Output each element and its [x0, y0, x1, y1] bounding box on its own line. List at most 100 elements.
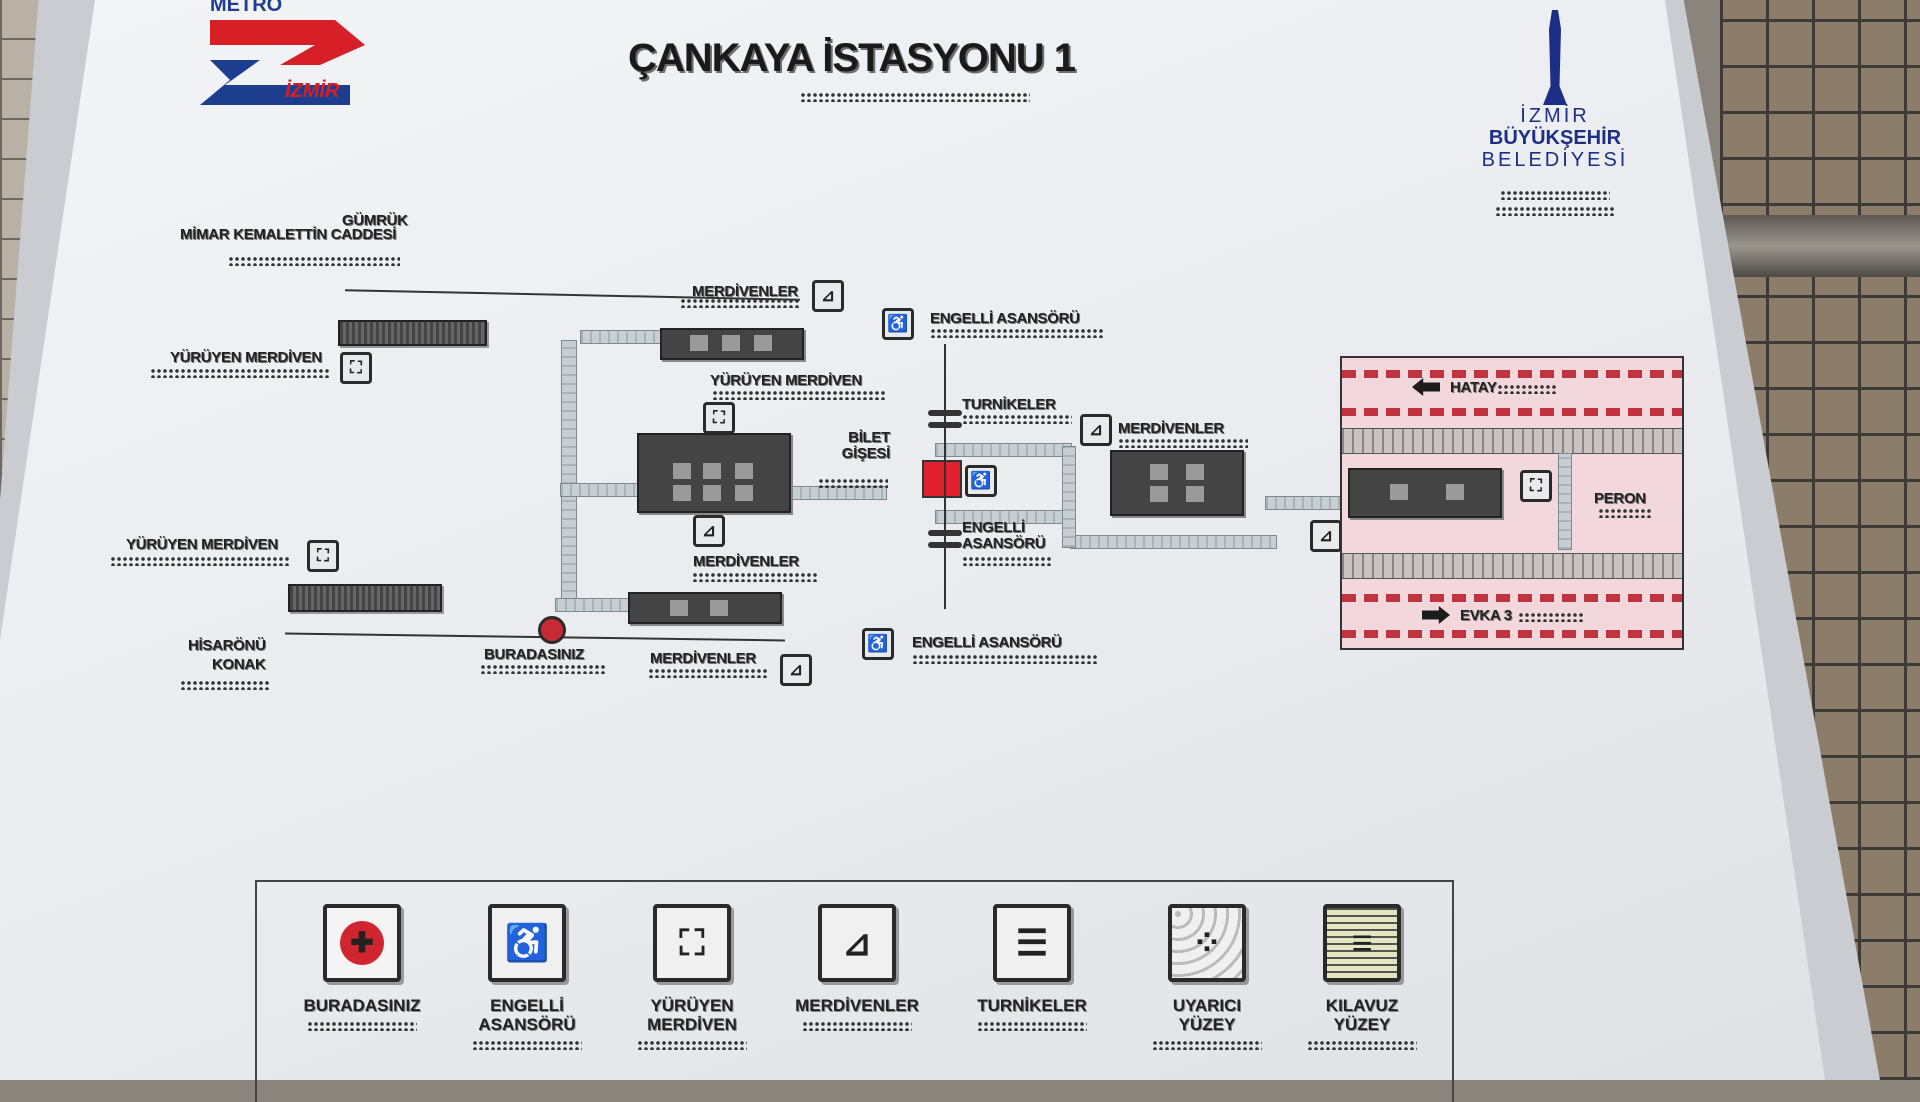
- braille-legend: [637, 1040, 747, 1050]
- braille-legend: [977, 1021, 1087, 1031]
- stairs-label-top: MERDİVENLER: [692, 283, 798, 300]
- braille-escalator-top-left: [150, 368, 330, 378]
- escalator-label-mid-left: YÜRÜYEN MERDİVEN: [126, 536, 278, 553]
- legend-label: YÜRÜYEN MERDİVEN: [647, 996, 737, 1034]
- stairs-icon: ⊿: [693, 515, 725, 547]
- you-are-here-marker: [538, 616, 566, 644]
- escalator-icon: ⛶: [653, 904, 731, 982]
- elevator-label-top: ENGELLİ ASANSÖRÜ: [930, 310, 1080, 327]
- stairs-icon: ⊿: [818, 904, 896, 982]
- platform-area: ⛶ HATAY EVKA 3 PERON: [1340, 356, 1684, 650]
- street-label-hisaronu: HİSARÖNÜ: [188, 637, 266, 654]
- wheelchair-icon: ♿: [488, 904, 566, 982]
- elevator-label-mid: ENGELLİ ASANSÖRÜ: [962, 519, 1046, 552]
- braille-platform: [1598, 508, 1653, 518]
- clock-tower-icon: [1543, 10, 1567, 105]
- guide-path-bottom: [555, 598, 632, 612]
- guide-path-vertical-mid: [1062, 446, 1076, 548]
- braille-title: [800, 92, 1030, 102]
- elevator-label-bottom: ENGELLİ ASANSÖRÜ: [912, 634, 1062, 651]
- braille-evka3: [1518, 612, 1583, 622]
- stairs-icon: ⊿: [780, 654, 812, 686]
- braille-street-top: [228, 256, 400, 266]
- legend-label: KILAVUZ YÜZEY: [1325, 996, 1399, 1034]
- turnstile-bar: [928, 410, 962, 416]
- braille-stairs-right: [1118, 438, 1248, 448]
- logo-line-1: İZMİR: [1520, 105, 1590, 127]
- guide-path-to-platform: [1265, 496, 1342, 510]
- braille-elevator-bottom: [912, 654, 1097, 664]
- metro-arrow-icon: [200, 20, 365, 105]
- turnstile-bar: [928, 422, 962, 428]
- turnstile-icon: ☰: [993, 904, 1071, 982]
- izmir-logo-text: İZMİR: [285, 80, 340, 102]
- platform-stair-block: [1348, 468, 1502, 518]
- braille-legend: [307, 1021, 417, 1031]
- right-concourse-block: [1110, 450, 1244, 516]
- you-are-here-label: BURADASINIZ: [484, 646, 585, 663]
- braille-hatay: [1497, 384, 1557, 394]
- legend-item-guide-surface: ≡ KILAVUZ YÜZEY: [1297, 904, 1427, 1050]
- turnstile-bar: [928, 530, 962, 536]
- escalator-label-top-left: YÜRÜYEN MERDİVEN: [170, 349, 322, 366]
- guide-path-lower-right: [1070, 535, 1277, 549]
- legend-label: BURADASINIZ: [303, 996, 421, 1015]
- legend-panel: ✚ BURADASINIZ ♿ ENGELLİ ASANSÖRÜ ⛶ YÜRÜY…: [255, 880, 1454, 1102]
- legend-item-escalator: ⛶ YÜRÜYEN MERDİVEN: [627, 904, 757, 1050]
- legend-item-stairs: ⊿ MERDİVENLER: [792, 904, 922, 1031]
- braille-turnstile: [962, 414, 1072, 424]
- stairs-label-bottom: MERDİVENLER: [650, 650, 756, 667]
- you-are-here-icon: ✚: [323, 904, 401, 982]
- braille-stairs-top: [680, 298, 800, 308]
- wheelchair-icon: ♿: [882, 308, 914, 340]
- direction-label-evka3: EVKA 3: [1460, 607, 1512, 624]
- guide-path-vertical-left: [561, 340, 577, 602]
- braille-you-are-here: [480, 664, 605, 674]
- braille-stairs-bottom: [648, 668, 768, 678]
- platform-label: PERON: [1594, 490, 1646, 507]
- braille-logo-2: [1495, 206, 1615, 216]
- logo-line-2: BÜYÜKŞEHİR: [1488, 127, 1622, 149]
- stairs-label-right: MERDİVENLER: [1118, 420, 1224, 437]
- legend-item-turnstiles: ☰ TURNİKELER: [967, 904, 1097, 1031]
- braille-escalator-center: [712, 390, 887, 400]
- page-title: ÇANKAYA İSTASYONU 1: [628, 36, 1076, 80]
- escalator-top-left: [338, 320, 487, 346]
- escalator-icon: ⛶: [1520, 470, 1552, 502]
- street-label-gumruk: GÜMRÜK: [342, 212, 408, 229]
- warning-surface-icon: ⁘: [1168, 904, 1246, 982]
- stair-block-top: [660, 328, 804, 360]
- braille-stairs-center: [692, 572, 817, 582]
- turnstile-label: TURNİKELER: [962, 396, 1056, 413]
- braille-street-bottom: [180, 680, 270, 690]
- guide-path-turnstile-top: [935, 443, 1072, 457]
- street-label-konak: KONAK: [212, 656, 266, 673]
- legend-label: MERDİVENLER: [795, 996, 919, 1015]
- guide-path-top: [580, 330, 672, 344]
- wheelchair-icon: ♿: [862, 628, 894, 660]
- wheelchair-icon: ♿: [965, 465, 997, 497]
- legend-item-you-are-here: ✚ BURADASINIZ: [297, 904, 427, 1031]
- metro-izmir-logo: METRO İZMİR: [200, 0, 375, 110]
- platform-guide-path: [1558, 453, 1572, 550]
- braille-escalator-mid-left: [110, 556, 290, 566]
- handrail: [1720, 215, 1920, 277]
- stairs-icon: ⊿: [812, 280, 844, 312]
- escalator-icon: ⛶: [340, 352, 372, 384]
- guide-path-middle: [560, 483, 662, 497]
- stairs-label-center: MERDİVENLER: [693, 553, 799, 570]
- arrow-right-icon: [1422, 606, 1450, 624]
- street-label-mimar-kemalettin: MİMAR KEMALETTİN CADDESİ: [180, 226, 397, 243]
- legend-item-warning-surface: ⁘ UYARICI YÜZEY: [1142, 904, 1272, 1050]
- arrow-left-icon: [1412, 378, 1440, 396]
- escalator-icon: ⛶: [703, 402, 735, 434]
- stairs-icon: ⊿: [1080, 414, 1112, 446]
- braille-logo: [1500, 190, 1610, 200]
- escalator-bottom-left: [288, 584, 442, 612]
- escalator-label-center: YÜRÜYEN MERDİVEN: [710, 372, 862, 389]
- braille-elevator-mid: [962, 556, 1052, 566]
- turnstile-divider: [944, 344, 946, 609]
- escalator-icon: ⛶: [307, 540, 339, 572]
- metro-logo-text: METRO: [210, 0, 283, 16]
- legend-label: TURNİKELER: [977, 996, 1087, 1015]
